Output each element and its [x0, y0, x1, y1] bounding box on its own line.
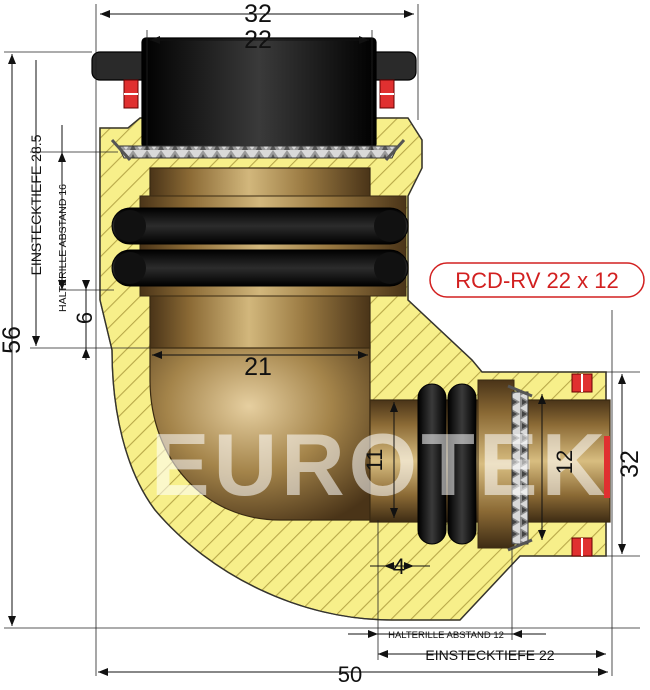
- dim-56: [8, 54, 16, 626]
- dim-6: [82, 280, 90, 360]
- dim-4: [370, 562, 430, 570]
- watermark: EUROTEK: [151, 415, 609, 514]
- side-oring-1: [417, 383, 447, 545]
- dim-einstecktiefe-horizontal: [378, 650, 606, 658]
- dim-21: [152, 351, 368, 359]
- oring-section-left-2: [114, 252, 146, 284]
- oring-section-right-2: [374, 252, 406, 284]
- label-einstecktiefe-horizontal: EINSTECKTIEFE 22: [425, 647, 554, 663]
- label-56: 56: [0, 326, 26, 354]
- title: RCD-RV 22 x 12: [455, 268, 618, 293]
- dim-32-top: [100, 10, 414, 18]
- dim-halterille-vertical: [58, 125, 66, 290]
- label-22-top: 22: [244, 26, 272, 54]
- label-halterille-vertical: HALTERILLE ABSTAND 16: [57, 184, 69, 312]
- top-retaining-ring: [117, 145, 399, 159]
- bend-bore: [149, 344, 371, 521]
- side-end-seal: [604, 436, 610, 498]
- housing-outline: [99, 117, 607, 621]
- label-12-side: 12: [552, 450, 577, 474]
- side-oring-2: [447, 383, 477, 545]
- label-halterille-horizontal: HALTERILLE ABSTAND 12: [388, 630, 504, 641]
- oring-section-left-1: [114, 210, 146, 242]
- side-socket: [477, 379, 515, 549]
- top-ring-chevron: [110, 138, 406, 162]
- top-cap-inner: [141, 37, 377, 149]
- dim-22-top: [150, 36, 369, 44]
- dim-einstecktiefe-vertical: [32, 60, 40, 346]
- dim-halterille-horizontal: [348, 630, 546, 638]
- dim-32-side: [618, 374, 626, 554]
- label-6: 6: [72, 312, 97, 324]
- title-badge: [429, 262, 645, 298]
- label-21: 21: [244, 353, 272, 381]
- label-32-top: 32: [244, 0, 272, 28]
- label-32-side: 32: [616, 450, 644, 478]
- label-50: 50: [338, 662, 362, 685]
- top-oring-2: [111, 249, 409, 287]
- label-4: 4: [393, 554, 405, 579]
- oring-section-right-1: [374, 210, 406, 242]
- dim-50: [98, 668, 608, 676]
- label-einstecktiefe-vertical: EINSTECKTIEFE 28.5: [28, 134, 44, 275]
- top-oring-1: [111, 207, 409, 245]
- dim-11: [390, 402, 398, 518]
- label-11: 11: [362, 449, 387, 472]
- dim-12-side: [538, 394, 546, 540]
